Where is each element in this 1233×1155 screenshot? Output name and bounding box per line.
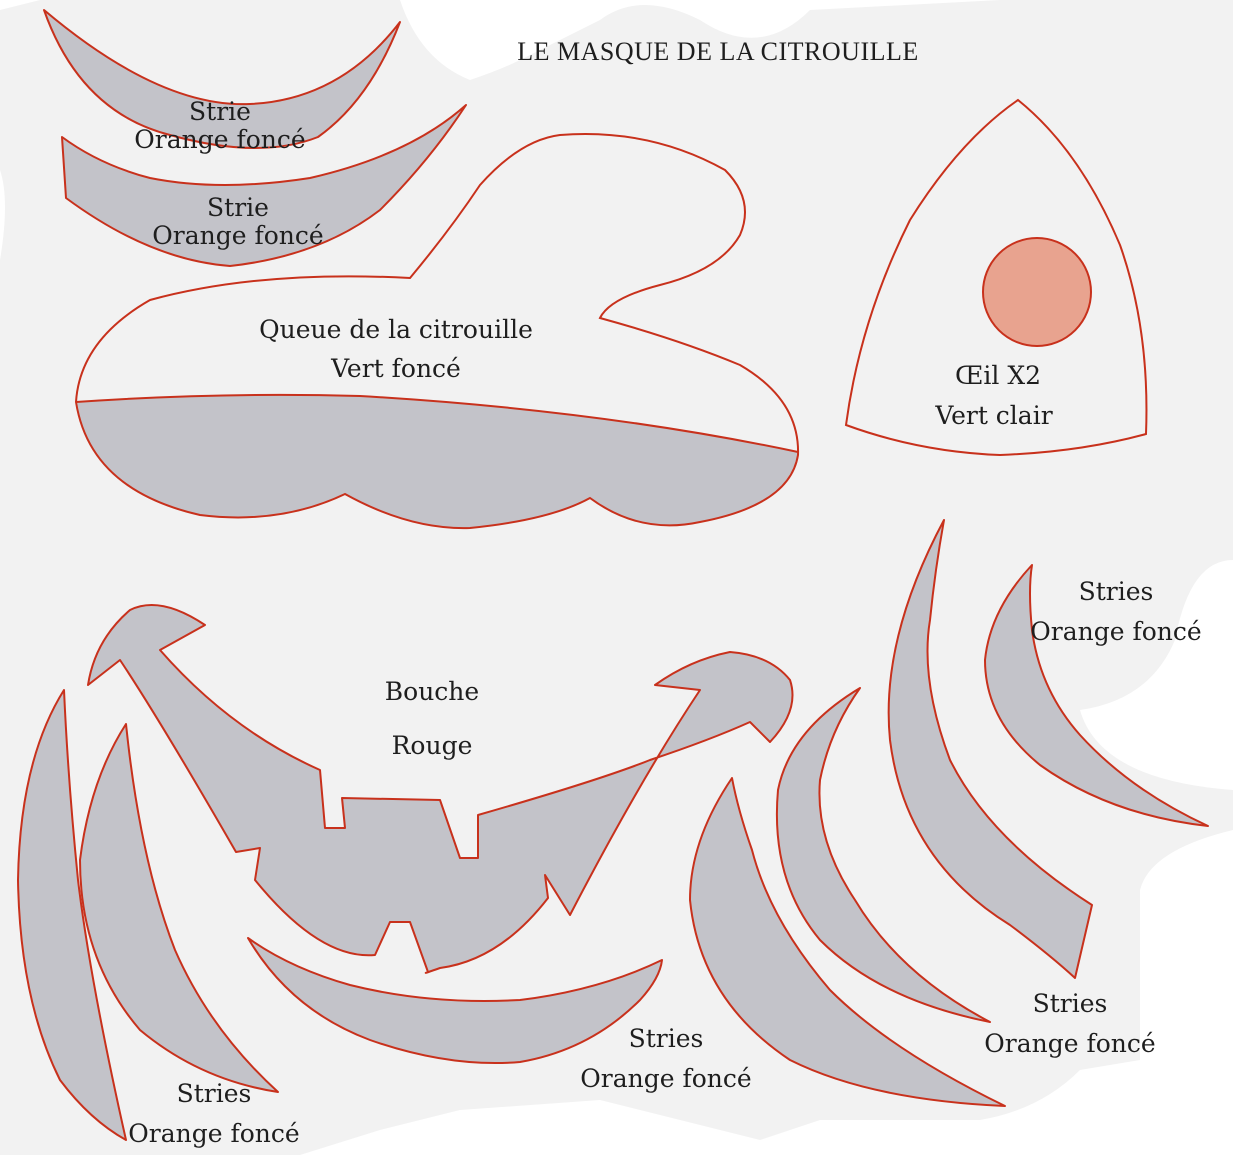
strie-top-1-piece	[43, 9, 401, 150]
stem-label-2: Vert foncé	[330, 354, 461, 383]
eye-label-1: Œil X2	[955, 361, 1041, 390]
stries-right-bottom-label-1: Stries	[1033, 989, 1108, 1018]
strie-top-1-label-2: Orange foncé	[134, 125, 305, 154]
stries-left-inner-piece	[79, 723, 279, 1093]
stries-bottom-left-label-2: Orange foncé	[128, 1119, 299, 1148]
eye-pupil	[982, 237, 1092, 347]
stries-right-bottom-label-2: Orange foncé	[984, 1029, 1155, 1058]
stries-bottom-center-label-1: Stries	[629, 1024, 704, 1053]
strie-top-2-piece	[61, 104, 467, 267]
stries-right-hook-piece	[984, 564, 1209, 827]
mouth-piece	[87, 604, 794, 974]
stries-left-outer-piece	[17, 689, 127, 1141]
eye-piece	[844, 98, 1148, 457]
eye-label-2: Vert clair	[934, 401, 1052, 430]
stries-right-top-label-1: Stries	[1079, 577, 1154, 606]
stries-bottom-center-piece	[247, 937, 663, 1065]
strie-top-1-label-1: Strie	[189, 97, 251, 126]
stries-bottom-left-label-1: Stries	[177, 1079, 252, 1108]
stries-center-big-piece	[689, 777, 1006, 1107]
stem-divider	[75, 393, 799, 453]
stries-right-tall-piece	[887, 519, 1093, 979]
stries-bottom-center-label-2: Orange foncé	[580, 1064, 751, 1093]
stem-lower-piece	[76, 394, 798, 529]
strie-top-2-label-1: Strie	[207, 193, 269, 222]
stem-label-1: Queue de la citrouille	[259, 315, 533, 344]
stries-right-top-label-2: Orange foncé	[1030, 617, 1201, 646]
mouth-label-2: Rouge	[392, 731, 473, 760]
stries-mid-right-piece	[775, 687, 991, 1023]
strie-top-2-label-2: Orange foncé	[152, 221, 323, 250]
page-title: LE MASQUE DE LA CITROUILLE	[517, 37, 919, 66]
mouth-label-1: Bouche	[385, 677, 479, 706]
stem-outline	[74, 133, 800, 530]
